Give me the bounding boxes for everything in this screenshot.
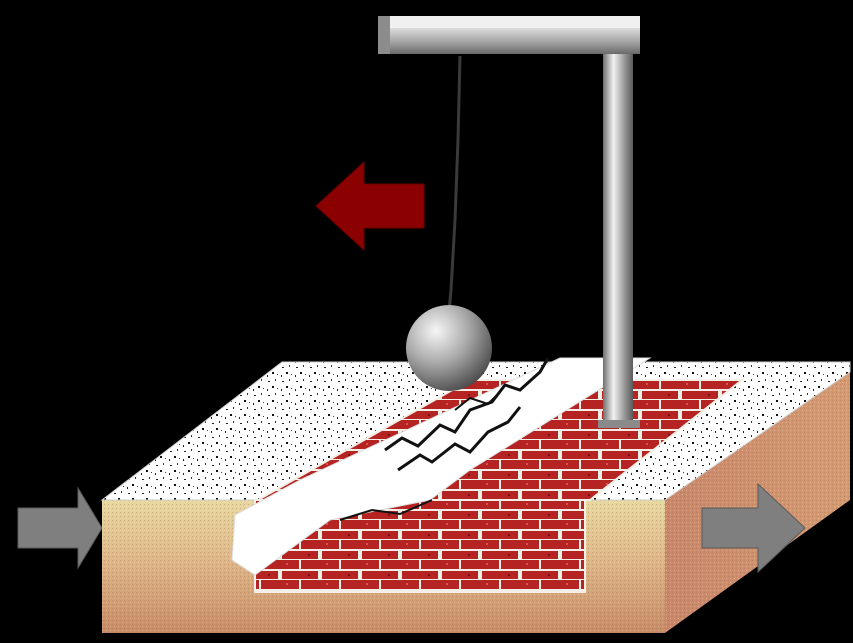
- pendulum-ball: [406, 305, 492, 391]
- right-arrow-icon: [18, 488, 102, 568]
- pendulum-string: [449, 56, 460, 312]
- left-arrow-icon: [316, 162, 424, 250]
